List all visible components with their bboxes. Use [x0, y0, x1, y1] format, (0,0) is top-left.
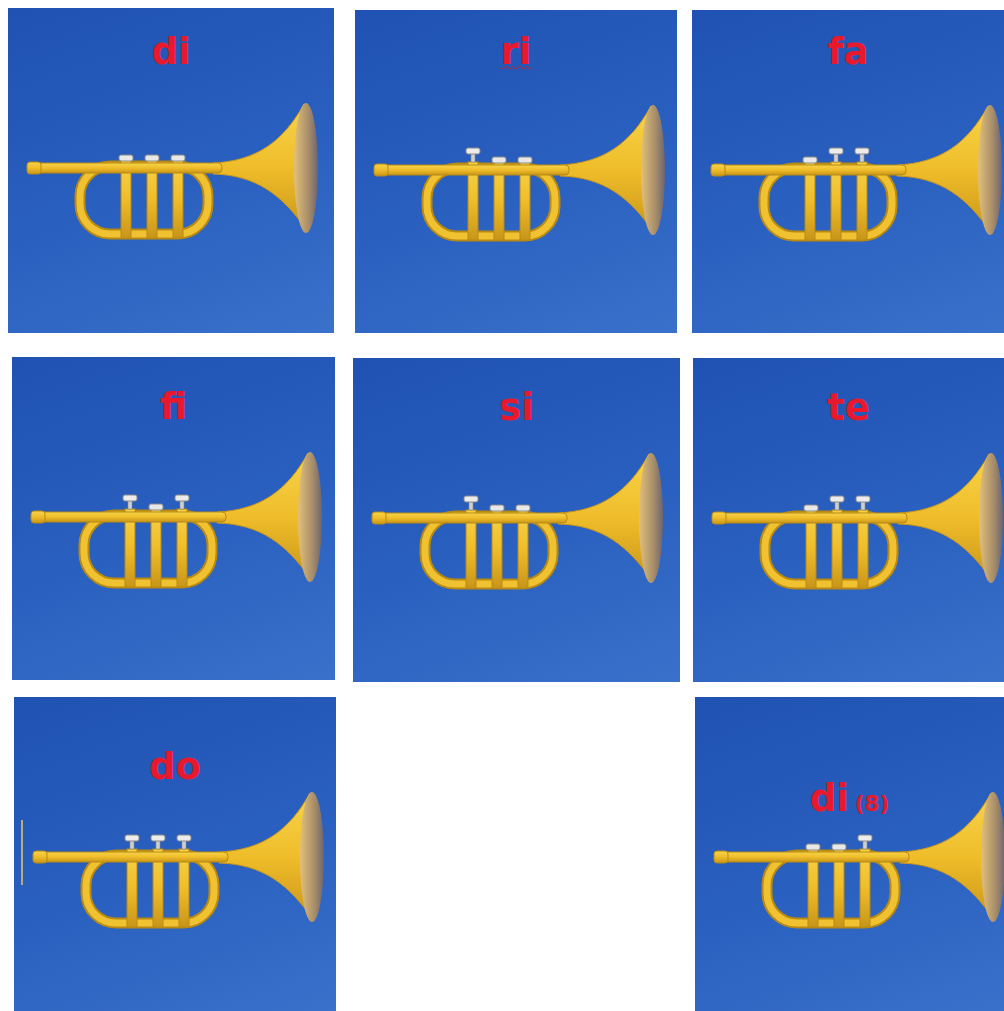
note-name: di: [810, 777, 849, 820]
note-tile: di: [8, 8, 334, 333]
note-tile: fa: [692, 10, 1004, 333]
note-label-row: do: [14, 745, 336, 789]
note-tile: di(8): [695, 697, 1004, 1011]
note-name: do: [149, 745, 201, 788]
note-name: di: [151, 30, 190, 73]
note-tile: te: [693, 358, 1004, 682]
note-tile: ri: [355, 10, 677, 333]
note-label-row: di(8): [695, 777, 1004, 821]
octave-mark: (8): [855, 791, 890, 816]
note-name: ri: [501, 30, 532, 73]
note-label-row: fi: [12, 385, 335, 429]
note-tile: fi: [12, 357, 335, 680]
note-name: fa: [827, 30, 868, 73]
note-label-row: ri: [355, 30, 677, 74]
note-tile: do: [14, 697, 336, 1011]
note-name: fi: [160, 385, 187, 428]
note-name: te: [827, 386, 870, 429]
trumpet-illustration: [695, 697, 1004, 1011]
note-name: si: [499, 386, 534, 429]
note-tile: si: [353, 358, 680, 682]
trumpet-illustration: [14, 697, 336, 1011]
note-label-row: si: [353, 386, 680, 430]
note-label-row: di: [8, 30, 334, 74]
note-label-row: te: [693, 386, 1004, 430]
note-label-row: fa: [692, 30, 1004, 74]
